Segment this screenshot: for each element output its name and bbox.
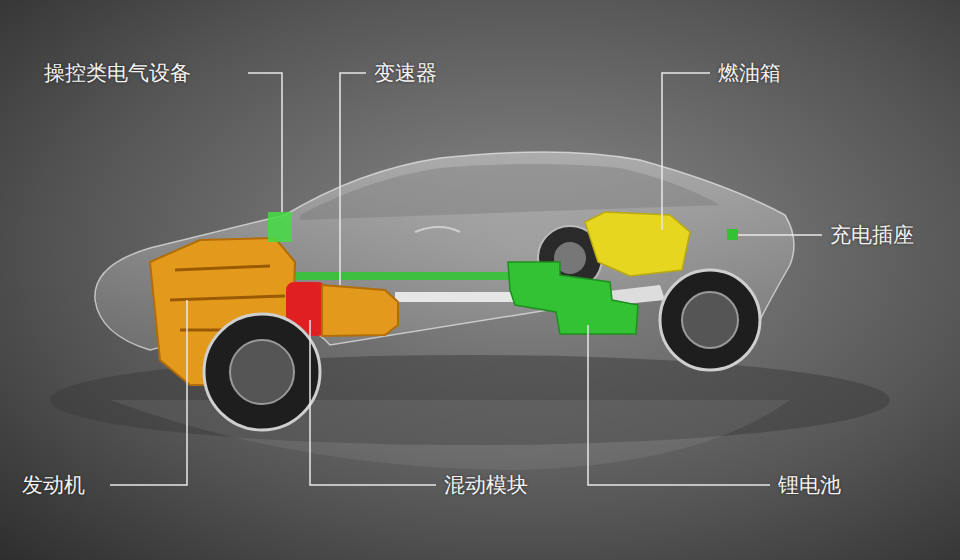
fuel-tank bbox=[585, 212, 690, 276]
leader-line bbox=[662, 73, 710, 230]
lithium-battery bbox=[508, 262, 638, 334]
leader-line bbox=[110, 300, 187, 485]
leader-line bbox=[248, 73, 282, 212]
leader-lines bbox=[110, 73, 822, 485]
leader-line bbox=[738, 234, 822, 236]
control-device bbox=[268, 212, 292, 242]
reflection bbox=[110, 400, 790, 470]
charge-socket bbox=[727, 229, 738, 240]
leader-line bbox=[310, 320, 436, 485]
wheel bbox=[204, 314, 320, 430]
door-handle bbox=[415, 227, 460, 232]
wheel bbox=[660, 270, 760, 370]
part-label: 发动机 bbox=[22, 472, 85, 498]
part-label: 锂电池 bbox=[778, 472, 841, 498]
part-label: 充电插座 bbox=[830, 222, 914, 248]
leader-line bbox=[340, 73, 366, 285]
drive-shaft bbox=[395, 292, 520, 302]
transmission bbox=[322, 285, 398, 336]
wheel-hub bbox=[682, 292, 738, 348]
wheel-hub bbox=[230, 340, 294, 404]
leader-line bbox=[588, 325, 770, 485]
harness bbox=[288, 272, 523, 280]
part-label: 操控类电气设备 bbox=[44, 60, 191, 86]
part-label: 混动模块 bbox=[444, 472, 528, 498]
windows bbox=[300, 164, 720, 220]
part-label: 变速器 bbox=[374, 60, 437, 86]
part-label: 燃油箱 bbox=[718, 60, 781, 86]
